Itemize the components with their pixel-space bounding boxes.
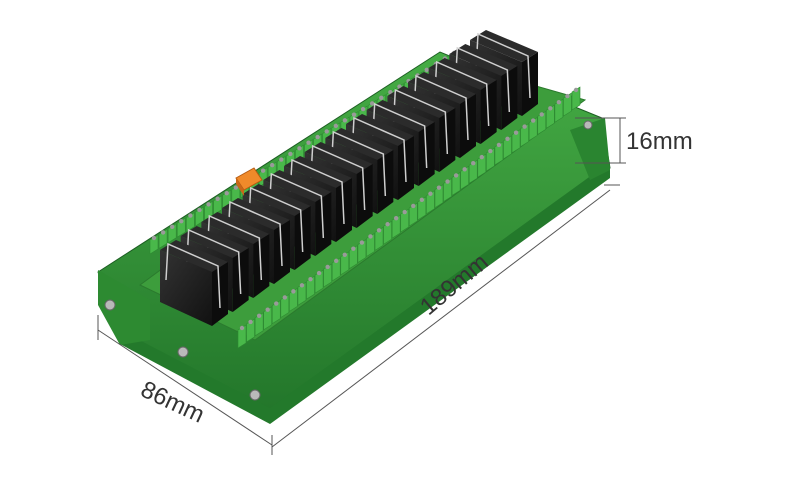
terminal xyxy=(289,287,298,312)
terminal xyxy=(176,217,186,238)
terminal xyxy=(323,263,332,288)
terminal xyxy=(408,202,418,227)
dimension-lines xyxy=(97,117,626,455)
terminal xyxy=(528,116,538,142)
terminal xyxy=(366,232,375,258)
terminal xyxy=(254,312,264,337)
terminal xyxy=(443,177,452,203)
terminal xyxy=(571,86,581,111)
terminal xyxy=(563,92,572,117)
terminal xyxy=(520,123,529,148)
terminal xyxy=(537,110,547,135)
terminal xyxy=(391,214,401,239)
relay-array xyxy=(160,30,538,326)
terminal xyxy=(486,147,495,172)
terminal xyxy=(374,226,384,251)
terminal xyxy=(477,153,487,178)
terminal xyxy=(186,212,195,233)
terminal xyxy=(434,184,444,209)
height-dimension-label: 16mm xyxy=(626,128,693,155)
terminal xyxy=(246,318,255,343)
terminal xyxy=(271,300,281,325)
relay xyxy=(160,240,228,326)
terminal xyxy=(280,293,290,319)
terminal xyxy=(195,206,204,227)
terminal xyxy=(494,141,504,166)
terminal xyxy=(451,171,461,196)
terminal xyxy=(426,190,435,215)
mounting-screws xyxy=(104,120,593,401)
terminal xyxy=(149,234,159,255)
terminal xyxy=(167,223,177,244)
terminal xyxy=(331,257,341,282)
terminal xyxy=(503,135,512,160)
terminal xyxy=(468,159,478,184)
orange-connector xyxy=(235,167,263,196)
terminal xyxy=(511,129,521,154)
terminal xyxy=(237,324,247,349)
terminal xyxy=(417,196,427,221)
terminal xyxy=(314,269,324,294)
terminal xyxy=(460,165,469,190)
terminal xyxy=(546,104,555,129)
terminal xyxy=(213,195,222,216)
terminal xyxy=(263,306,272,331)
terminal xyxy=(383,220,392,245)
terminal xyxy=(554,98,564,123)
terminal xyxy=(297,281,307,306)
terminal xyxy=(349,245,358,270)
terminal xyxy=(400,208,410,233)
terminal xyxy=(340,251,350,276)
terminal xyxy=(158,228,168,249)
terminal xyxy=(357,239,367,264)
front-terminal-strip xyxy=(237,86,581,349)
terminal xyxy=(306,275,315,300)
